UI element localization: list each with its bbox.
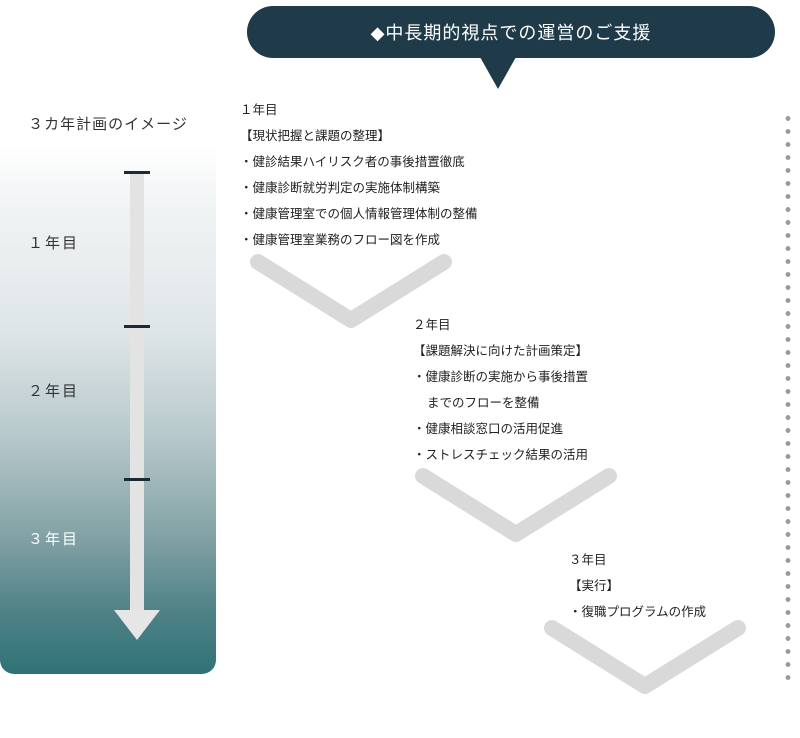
timeline-year-1: １年目 xyxy=(28,234,80,252)
dotted-divider xyxy=(785,112,791,688)
timeline-panel xyxy=(0,146,216,674)
step-2: ２年目 【課題解決に向けた計画策定】 ・健康診断の実施から事後措置 までのフロー… xyxy=(413,312,588,468)
step-2-item: までのフローを整備 xyxy=(427,395,540,410)
timeline-title: ３カ年計画のイメージ xyxy=(28,115,188,133)
timeline-tick-2 xyxy=(124,478,150,481)
step-1-item: ・健康管理室での個人情報管理体制の整備 xyxy=(240,206,478,221)
banner-pointer xyxy=(480,57,516,89)
step-2-year: ２年目 xyxy=(413,317,451,332)
step-1-heading: 【現状把握と課題の整理】 xyxy=(240,128,391,143)
step-1-year: １年目 xyxy=(240,102,278,117)
step-1-item: ・健診結果ハイリスク者の事後措置徹底 xyxy=(240,154,465,169)
timeline-arrow-head xyxy=(114,610,160,640)
step-3-item: ・復職プログラムの作成 xyxy=(569,604,707,619)
chevron-down-icon xyxy=(544,620,746,694)
chevron-down-icon xyxy=(415,468,617,542)
step-1: １年目 【現状把握と課題の整理】 ・健診結果ハイリスク者の事後措置徹底 ・健康診… xyxy=(240,97,478,253)
step-2-item: ・ストレスチェック結果の活用 xyxy=(413,447,589,462)
timeline-arrow-shaft xyxy=(130,172,144,612)
step-2-item: ・健康相談窓口の活用促進 xyxy=(413,421,564,436)
step-2-heading: 【課題解決に向けた計画策定】 xyxy=(413,343,589,358)
header-title: ◆中長期的視点での運営のご支援 xyxy=(370,23,652,44)
timeline-tick-1 xyxy=(124,325,150,328)
chevron-down-icon xyxy=(250,254,452,328)
step-3: ３年目 【実行】 ・復職プログラムの作成 xyxy=(569,547,706,625)
step-1-item: ・健康診断就労判定の実施体制構築 xyxy=(240,180,441,195)
timeline-tick-start xyxy=(124,171,150,174)
step-3-heading: 【実行】 xyxy=(569,578,620,593)
timeline-year-3: ３年目 xyxy=(28,530,80,548)
step-1-item: ・健康管理室業務のフロー図を作成 xyxy=(240,232,441,247)
timeline-year-2: ２年目 xyxy=(28,382,80,400)
header-banner: ◆中長期的視点での運営のご支援 xyxy=(247,6,775,58)
step-3-year: ３年目 xyxy=(569,552,607,567)
step-2-item: ・健康診断の実施から事後措置 xyxy=(413,369,589,384)
